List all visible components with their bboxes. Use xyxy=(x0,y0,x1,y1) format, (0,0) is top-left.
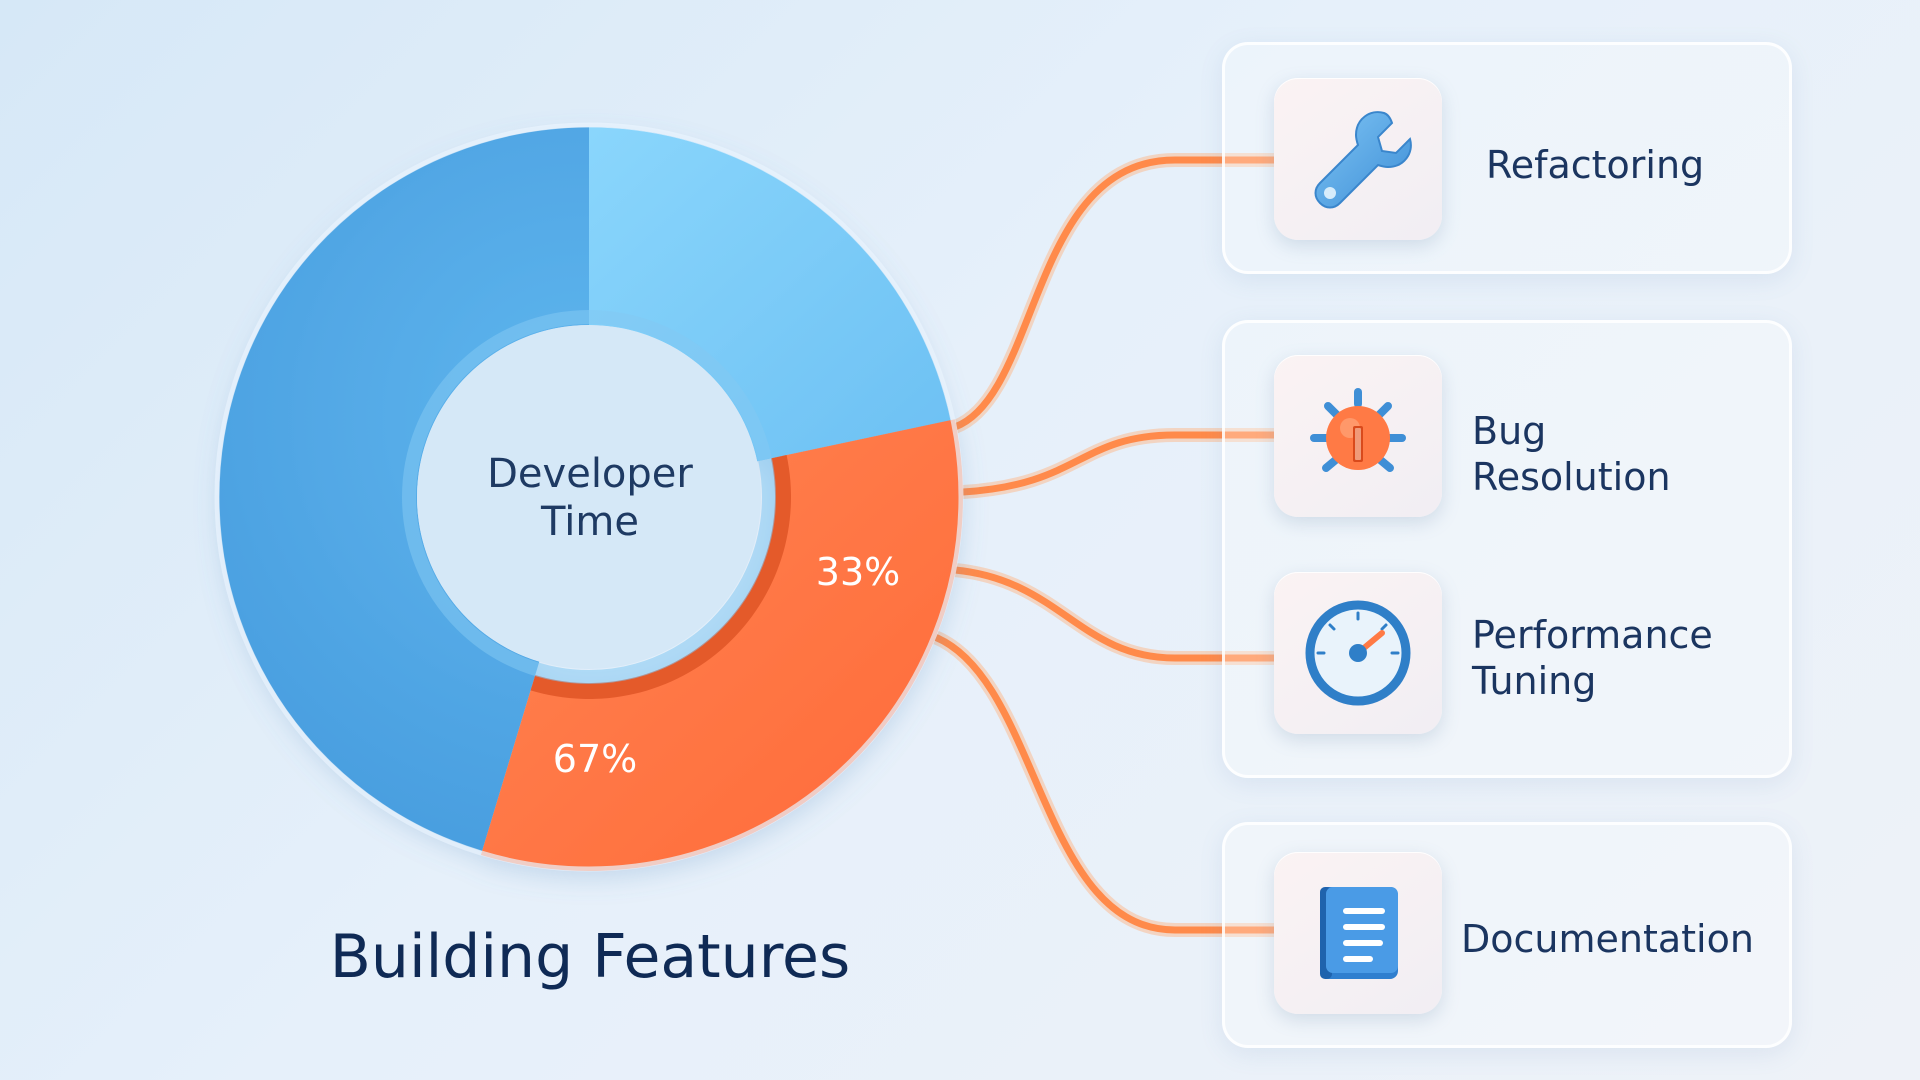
bug-label-line-1: Bug xyxy=(1472,409,1547,453)
slice-label-main: 67% xyxy=(552,737,638,781)
refactoring-label: Refactoring xyxy=(1486,142,1704,188)
slice-label-other: 33% xyxy=(815,550,901,594)
documentation-tile xyxy=(1274,852,1442,1014)
donut-hole xyxy=(417,325,761,669)
center-label-line-1: Developer xyxy=(487,451,693,497)
performance-tuning-label: Performance Tuning xyxy=(1472,612,1713,704)
donut-slice-other-inner-edge xyxy=(530,455,791,699)
donut-inner-ring xyxy=(402,310,776,684)
chart-title: Building Features xyxy=(329,922,851,992)
bug-icon xyxy=(1310,388,1406,472)
donut-outer-rim xyxy=(214,122,964,872)
document-icon xyxy=(1320,887,1398,979)
donut-center-label: Developer Time xyxy=(450,450,730,546)
bug-resolution-tile xyxy=(1274,355,1442,517)
performance-tuning-tile xyxy=(1274,572,1442,734)
performance-label-line-1: Performance xyxy=(1472,613,1713,657)
donut-slice-main-highlight xyxy=(589,127,951,462)
center-label-line-2: Time xyxy=(541,499,639,545)
refactoring-label-line-1: Refactoring xyxy=(1486,143,1705,187)
bug-resolution-label: Bug Resolution xyxy=(1472,408,1671,500)
documentation-label-line-1: Documentation xyxy=(1461,917,1754,961)
bug-label-line-2: Resolution xyxy=(1472,455,1671,499)
refactoring-tile xyxy=(1274,78,1442,240)
wrench-icon xyxy=(1314,111,1412,209)
documentation-label: Documentation xyxy=(1461,916,1754,962)
performance-label-line-2: Tuning xyxy=(1472,659,1597,703)
speedometer-icon xyxy=(1305,600,1411,706)
connector-lines xyxy=(928,153,1281,937)
